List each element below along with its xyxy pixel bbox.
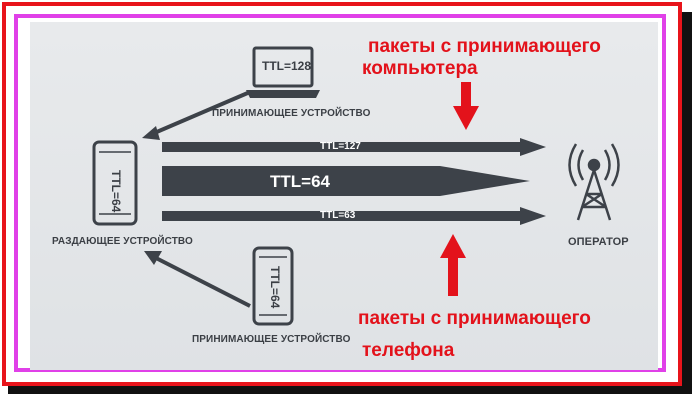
phone-label: ПРИНИМАЮЩЕЕ УСТРОЙСТВО — [192, 334, 351, 345]
arrow-phone-to-hotspot — [144, 251, 251, 308]
receiving-phone-screen-text: TTL=64 — [268, 266, 282, 309]
annotation-top-line1: пакеты с принимающего — [368, 36, 601, 57]
red-arrow-down — [453, 82, 479, 130]
inner-frame — [14, 14, 666, 372]
arrow-top-label: TTL=127 — [320, 141, 361, 152]
frame-shadow-bottom — [8, 386, 688, 394]
arrow-main-ttl64 — [162, 166, 530, 196]
arrow-top-ttl127 — [162, 138, 546, 156]
red-arrow-up — [440, 234, 466, 296]
outer-frame — [2, 2, 682, 386]
arrow-bottom-ttl63 — [162, 207, 546, 225]
arrow-bottom-label: TTL=63 — [320, 210, 356, 221]
arrow-laptop-to-hotspot — [142, 90, 251, 140]
receiving-phone-icon — [252, 246, 294, 326]
laptop-screen-text: TTL=128 — [262, 59, 312, 73]
hotspot-phone-screen-text: TTL=64 — [109, 170, 123, 213]
operator-label: ОПЕРАТОР — [568, 236, 629, 248]
laptop-label: ПРИНИМАЮЩЕЕ УСТРОЙСТВО — [212, 108, 371, 119]
antenna-tower-icon — [568, 143, 620, 221]
annotation-top-line2: компьютера — [362, 58, 478, 79]
arrow-main-label: TTL=64 — [270, 172, 330, 191]
annotation-bottom-line1: пакеты с принимающего — [358, 308, 591, 329]
hotspot-label: РАЗДАЮЩЕЕ УСТРОЙСТВО — [52, 236, 193, 247]
annotation-bottom-line2: телефона — [362, 340, 455, 361]
frame-shadow-side — [682, 12, 692, 394]
laptop-icon — [246, 46, 320, 98]
hotspot-phone-icon — [92, 140, 138, 226]
